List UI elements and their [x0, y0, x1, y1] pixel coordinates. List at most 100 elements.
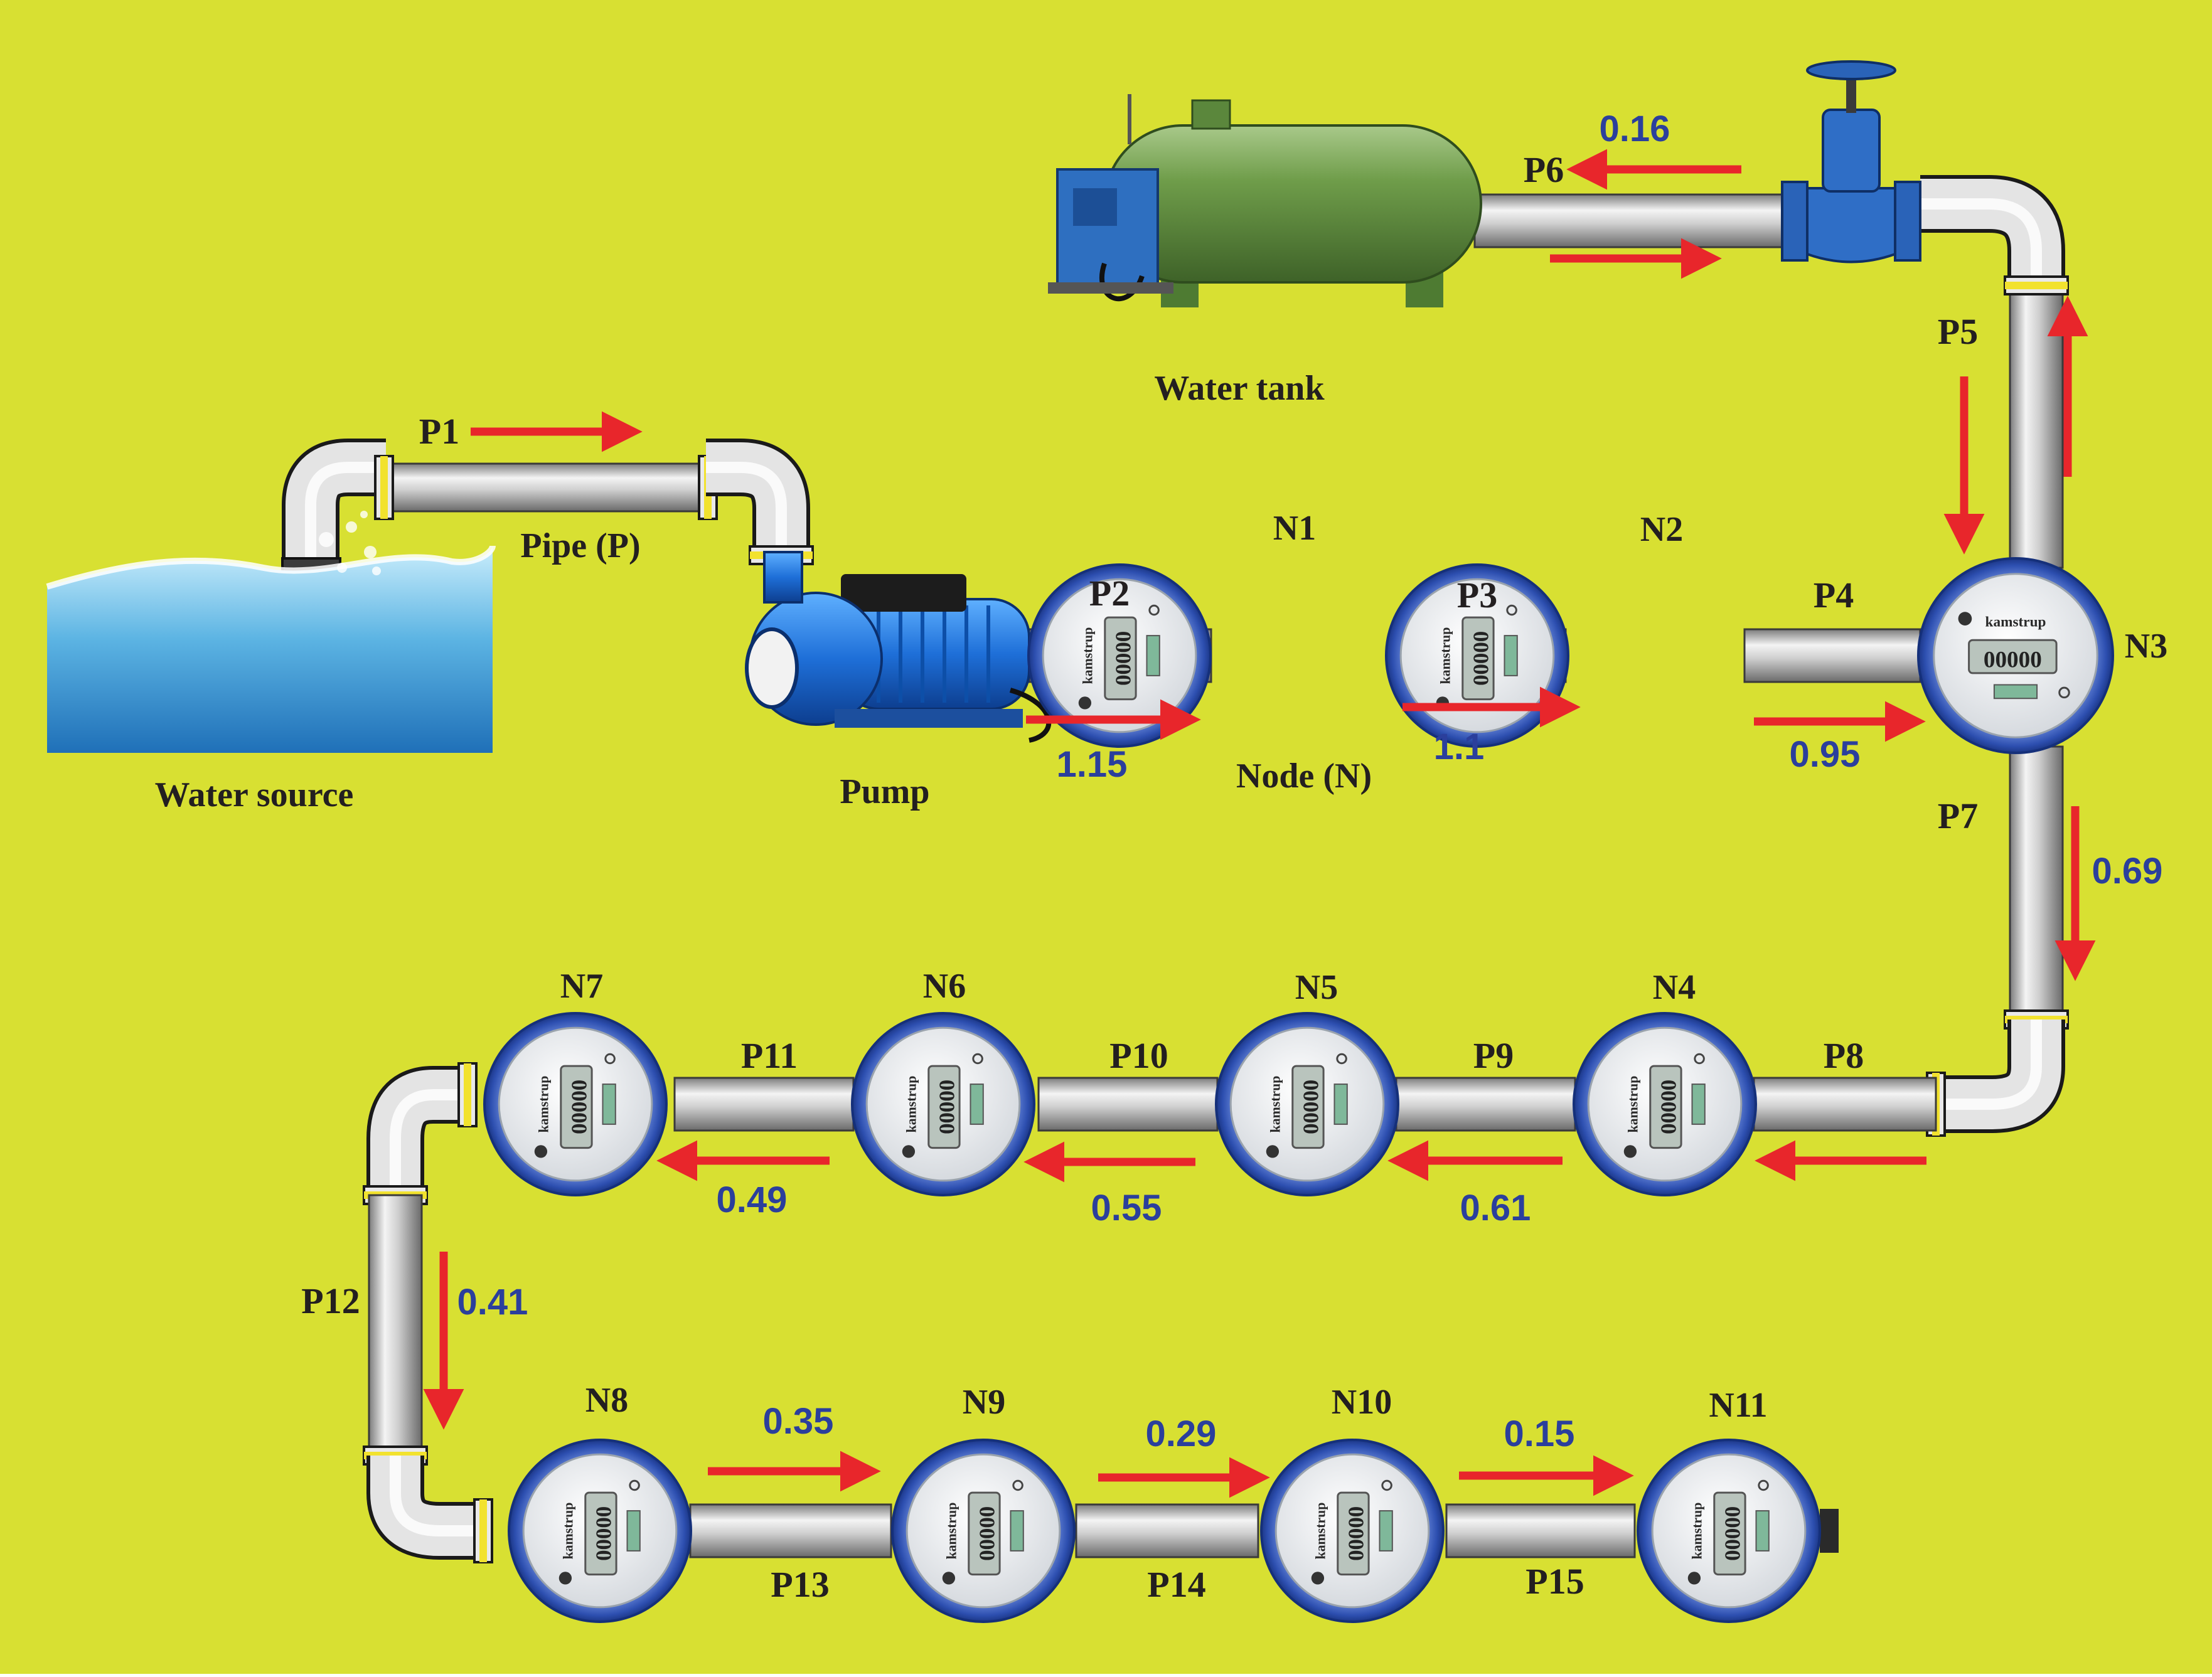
node-label-N11: N11	[1709, 1386, 1767, 1425]
meter-mark	[1758, 1479, 1769, 1491]
meter-reading: 00000	[975, 1506, 999, 1561]
pipe-label-P2: P2	[1089, 573, 1130, 614]
water-splash	[346, 521, 357, 533]
valve-stem	[1846, 72, 1856, 113]
node-label-N6: N6	[923, 967, 966, 1006]
meter-display	[1337, 1491, 1370, 1576]
pump-base	[835, 709, 1023, 728]
meter-indicator	[626, 1510, 641, 1552]
water-splash	[319, 532, 334, 547]
node-N3-meter: 00000 kamstrup	[1917, 557, 2114, 754]
node-N11-meter: 00000 kamstrup	[1637, 1439, 1821, 1623]
meter-mark	[1148, 604, 1160, 616]
meter-display	[1461, 616, 1495, 701]
meter-indicator	[1755, 1510, 1770, 1552]
water-splash	[372, 567, 381, 575]
pipe-label-P9: P9	[1473, 1035, 1514, 1076]
node-label-N4: N4	[1653, 968, 1696, 1007]
meter-reading: 00000	[1984, 647, 2042, 673]
pipe-end-cap	[1820, 1509, 1839, 1553]
meter-mark	[2058, 686, 2070, 699]
pipe-legend-label: Pipe (P)	[520, 526, 640, 565]
coupling-band	[464, 1063, 471, 1126]
pipe-P7	[2009, 745, 2064, 1018]
node-label-N8: N8	[585, 1381, 628, 1420]
node-legend-label: Node (N)	[1236, 757, 1372, 796]
coupling-band	[479, 1499, 487, 1562]
meter-logo	[1687, 1572, 1701, 1585]
tank-hatch	[1191, 99, 1231, 130]
water-splash	[360, 511, 368, 518]
pipe-label-P12: P12	[301, 1280, 360, 1321]
pipe-P5	[2009, 284, 2064, 569]
meter-face-content: 00000 kamstrup	[942, 1479, 1024, 1585]
pipe-label-P6: P6	[1524, 149, 1564, 190]
pipe-P12	[368, 1194, 423, 1457]
left-top-elbow-shine	[390, 1089, 468, 1192]
meter-reading: 00000	[1720, 1506, 1744, 1561]
pipe-label-P5: P5	[1938, 311, 1978, 352]
meter-brand: kamstrup	[1690, 1503, 1705, 1560]
pump-inlet	[745, 627, 799, 709]
pipe-label-P10: P10	[1109, 1035, 1168, 1076]
pipe-label-P15: P15	[1525, 1561, 1584, 1602]
meter-display	[1291, 1065, 1325, 1149]
inlet-elbow-shine	[305, 462, 386, 568]
meters: 00000 kamstrup 00000 kamstrup 00000 kamstrup 0…	[483, 557, 2114, 1623]
pipe-P11	[673, 1077, 855, 1132]
meter-mark	[1336, 1053, 1347, 1065]
pipe-label-P1: P1	[419, 411, 459, 452]
meter-logo	[1311, 1572, 1325, 1585]
meter-brand: kamstrup	[1313, 1503, 1328, 1560]
valve-flange-left	[1781, 181, 1809, 262]
pump-inlet-elbow-shine	[706, 462, 787, 552]
node-label-N2: N2	[1640, 510, 1683, 549]
pipe-P6	[1473, 193, 1783, 248]
pipe-P4	[1743, 628, 1921, 683]
water-surface	[46, 545, 496, 590]
meter-brand: kamstrup	[944, 1503, 959, 1560]
meter-indicator	[1691, 1083, 1706, 1125]
flow-value-P9: 0.61	[1460, 1188, 1531, 1228]
node-label-N3: N3	[2125, 627, 2167, 666]
meter-mark	[604, 1053, 616, 1065]
water-source-label: Water source	[155, 775, 354, 814]
pipe-label-P7: P7	[1938, 796, 1978, 836]
water-splash	[364, 546, 377, 558]
node-label-N1: N1	[1273, 509, 1316, 548]
flow-value-P3: 1.1	[1434, 727, 1485, 767]
valve-body	[1806, 187, 1896, 264]
equipment	[46, 60, 1921, 753]
meter-indicator	[1379, 1510, 1393, 1552]
node3-elbow-shine	[1933, 1020, 2042, 1110]
meter-logo	[558, 1572, 572, 1585]
flow-value-P11: 0.49	[717, 1179, 788, 1220]
valve-handwheel	[1806, 60, 1896, 80]
meter-face-content: 00000 kamstrup	[1311, 1479, 1393, 1585]
pipe-P8	[1753, 1077, 1937, 1132]
node-N9-meter: 00000 kamstrup	[891, 1439, 1076, 1623]
coupling-band	[2005, 282, 2068, 289]
tank-pump-cabinet	[1056, 168, 1159, 290]
pipe-label-P14: P14	[1147, 1564, 1205, 1605]
flow-value-P2: 1.15	[1057, 744, 1128, 785]
meter-brand: kamstrup	[1081, 627, 1096, 684]
cabinet-base	[1048, 282, 1173, 294]
meter-reading: 00000	[1656, 1080, 1680, 1134]
pipe-label-P8: P8	[1824, 1035, 1864, 1076]
meter-brand: kamstrup	[904, 1076, 919, 1133]
meter-brand: kamstrup	[1985, 614, 2046, 631]
flow-value-P6: 0.16	[1600, 109, 1670, 149]
meter-reading: 00000	[1344, 1506, 1368, 1561]
